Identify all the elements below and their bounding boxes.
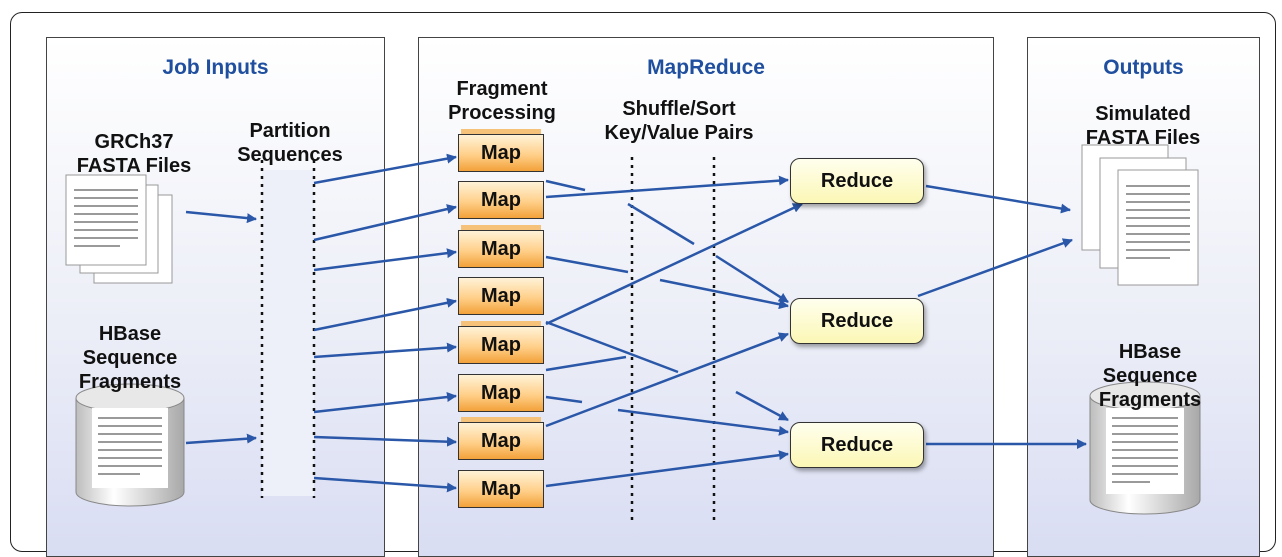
flow-arrow [313,476,457,493]
flow-arrow [545,175,789,199]
hbase-input-database-icon [75,383,185,507]
fasta-output-document-icon [1081,144,1199,286]
flow-arrow [313,204,457,242]
partition-label: Partition Sequences [237,120,343,166]
reduce-box: Reduce [790,422,924,468]
flow-arrow [917,238,1073,298]
reduce-box: Reduce [790,298,924,344]
flow-arrow [185,433,257,445]
flow-arrow [185,210,257,224]
simulated-fasta-label: Simulated FASTA Files [1085,103,1201,149]
map-box: Map [458,470,544,508]
fragment-processing-label: Fragment Processing [448,78,556,124]
map-box: Map [458,422,544,460]
flow-arrow [313,248,457,272]
flow-arrow [735,390,789,422]
hbase-input-label: HBase Sequence Fragments [78,323,182,393]
flow-arrow [925,184,1071,214]
map-box: Map [458,277,544,315]
flow-arrow [313,435,457,447]
flow-arrow [545,450,789,488]
flow-arrow [313,392,457,414]
map-box: Map [458,134,544,172]
mapreduce-title: MapReduce [647,56,765,79]
map-box: Map [458,326,544,364]
flow-line-segment [545,355,627,372]
map-box: Map [458,181,544,219]
grch37-label: GRCh37 FASTA Files [76,131,192,177]
map-box: Map [458,230,544,268]
flow-line-segment [545,395,583,404]
flow-arrow [313,342,457,359]
flow-arrow [545,202,803,326]
flow-arrow [659,278,789,310]
flow-line-segment [545,179,586,192]
flow-line-segment [627,202,695,246]
flow-arrows [185,153,1087,493]
partition-bar [262,170,314,496]
shuffle-sort-label: Shuffle/Sort Key/Value Pairs [604,98,754,144]
flow-arrow [313,153,457,185]
flow-line-segment [545,255,629,274]
outputs-title: Outputs [1103,56,1184,79]
flow-arrow [545,332,789,428]
reduce-box: Reduce [790,158,924,204]
flow-line-segment [545,320,679,374]
map-box: Map [458,374,544,412]
flow-arrow [715,254,789,304]
hbase-output-label: HBase Sequence Fragments [1098,341,1202,411]
mapreduce-diagram: Job Inputs MapReduce Outputs [10,12,1276,557]
job-inputs-title: Job Inputs [162,56,269,79]
fasta-input-document-icon [65,174,173,284]
flow-arrow [617,408,789,436]
diagram-graphics [65,144,1201,522]
flow-arrow [313,297,457,332]
hbase-output-database-icon [1089,381,1201,515]
